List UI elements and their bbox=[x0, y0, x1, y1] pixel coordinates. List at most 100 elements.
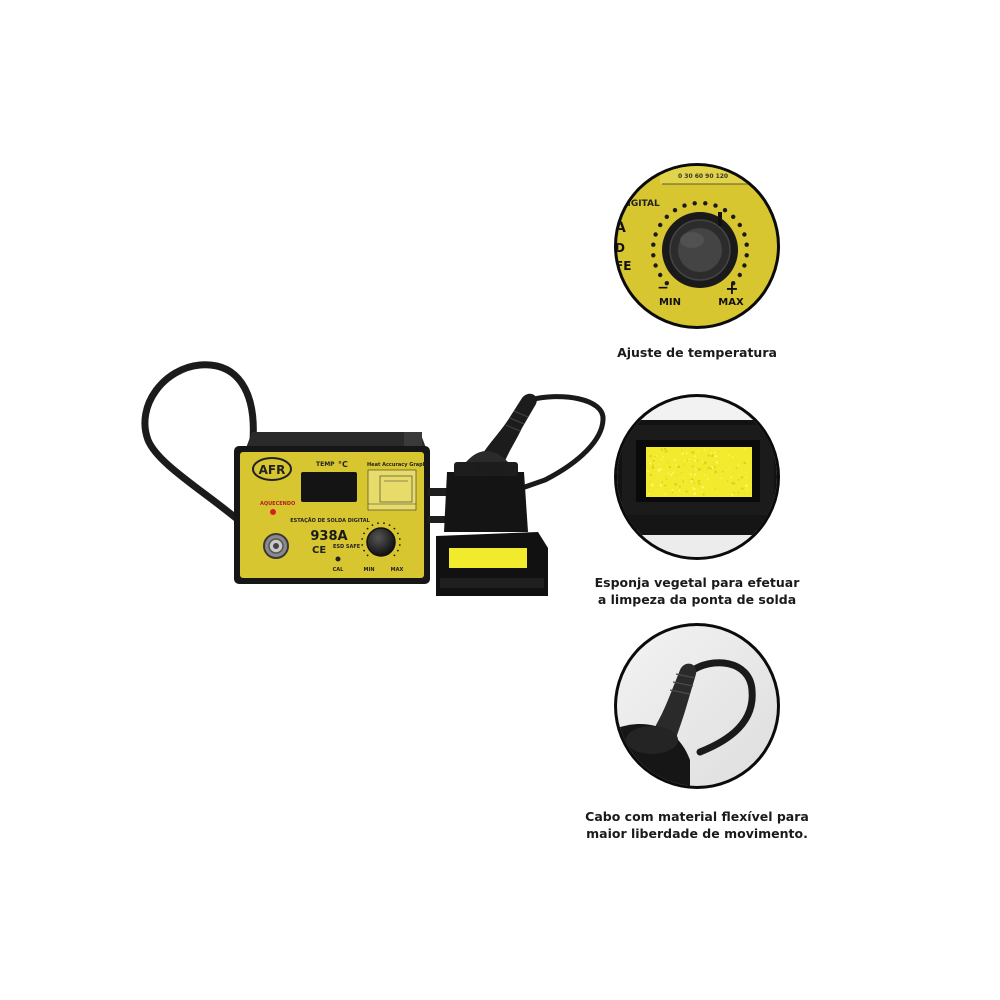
cal-label: CAL bbox=[333, 567, 345, 573]
sponge-speck bbox=[693, 473, 696, 476]
sponge-speck bbox=[729, 467, 731, 469]
sponge-speck bbox=[689, 473, 692, 476]
sponge-speck bbox=[692, 471, 694, 473]
sponge-speck bbox=[746, 489, 748, 491]
sponge-speck bbox=[730, 476, 733, 479]
sponge-speck bbox=[647, 492, 650, 496]
station-name: ESTAÇÃO DE SOLDA DIGITAL bbox=[290, 517, 370, 524]
sponge-speck bbox=[674, 483, 677, 486]
sponge-speck bbox=[660, 481, 663, 484]
sponge-speck bbox=[731, 456, 734, 459]
caption-temperature-line-1: Ajuste de temperatura bbox=[617, 345, 777, 360]
sponge-speck bbox=[655, 488, 657, 491]
dial-dot bbox=[664, 214, 669, 219]
dial-dot bbox=[692, 201, 697, 206]
partial-letter-fe: FE bbox=[615, 259, 631, 273]
dial-dot bbox=[742, 263, 747, 268]
sponge-speck bbox=[696, 467, 698, 469]
sponge-speck bbox=[688, 461, 690, 463]
sponge-speck bbox=[683, 459, 686, 462]
sponge-speck bbox=[693, 492, 697, 495]
brand-text: AFR bbox=[259, 463, 286, 477]
sponge-speck bbox=[721, 470, 724, 473]
dial-dot bbox=[731, 281, 736, 286]
sponge-speck bbox=[696, 459, 699, 462]
table-title: Heat Accuracy Graph bbox=[367, 462, 427, 468]
sponge-speck bbox=[652, 459, 655, 462]
knob-max-label: MAX bbox=[391, 567, 404, 573]
dial-dot bbox=[744, 242, 749, 247]
sponge-speck bbox=[664, 450, 666, 452]
sponge-speck bbox=[695, 468, 697, 471]
sponge-speck bbox=[704, 461, 707, 464]
caption-temperature: Ajuste de temperatura bbox=[567, 344, 827, 361]
sponge-speck bbox=[701, 460, 704, 463]
sponge-speck bbox=[647, 470, 649, 473]
sponge-speck bbox=[737, 491, 740, 494]
sponge-speck bbox=[707, 454, 710, 457]
caption-sponge: Esponja vegetal para efetuar a limpeza d… bbox=[567, 574, 827, 608]
sponge-speck bbox=[714, 451, 717, 454]
sponge-speck bbox=[678, 485, 681, 488]
iron-connector bbox=[263, 533, 289, 559]
sponge-speck bbox=[680, 471, 682, 474]
sponge-speck bbox=[663, 447, 667, 451]
sponge-speck bbox=[649, 454, 652, 458]
sponge-speck bbox=[709, 467, 712, 470]
sponge-speck bbox=[706, 478, 709, 481]
sponge-speck bbox=[673, 470, 675, 472]
caption-cable-line-2: maior liberdade de movimento. bbox=[586, 826, 808, 841]
sponge-closeup bbox=[646, 447, 752, 497]
temperature-knob[interactable] bbox=[361, 522, 401, 557]
sponge-speck bbox=[714, 488, 717, 490]
sponge-speck bbox=[691, 451, 695, 454]
sponge-speck bbox=[707, 468, 709, 470]
sponge-speck bbox=[697, 468, 701, 471]
esd-safe-mark: ESD SAFE bbox=[333, 544, 361, 550]
sponge-speck bbox=[685, 490, 688, 493]
sponge-speck bbox=[660, 458, 663, 461]
dial-dot bbox=[651, 242, 656, 247]
sponge-speck bbox=[704, 474, 706, 476]
sponge-speck bbox=[681, 452, 684, 455]
sponge-speck bbox=[686, 459, 689, 462]
knob-tick bbox=[366, 554, 369, 557]
sponge-speck bbox=[666, 478, 668, 480]
knob-scale-ticks bbox=[361, 522, 401, 557]
sponge-speck bbox=[714, 454, 717, 458]
sponge-speck bbox=[727, 454, 730, 456]
sponge-speck bbox=[731, 493, 734, 496]
sponge-speck bbox=[701, 491, 703, 493]
sponge-speck bbox=[657, 468, 660, 472]
dial-dot bbox=[658, 222, 663, 228]
sponge-speck bbox=[697, 474, 699, 476]
dial-dot bbox=[713, 203, 718, 208]
dial-dot bbox=[742, 232, 747, 237]
dial-digital-label: DIGITAL bbox=[620, 199, 660, 209]
sponge-speck bbox=[674, 492, 676, 494]
detail-sponge bbox=[614, 394, 780, 560]
sponge-speck bbox=[649, 473, 653, 477]
knob-tick bbox=[383, 522, 385, 525]
sponge-speck bbox=[648, 459, 651, 461]
sponge-speck bbox=[670, 473, 673, 477]
sponge-speck bbox=[698, 482, 701, 485]
sponge-speck bbox=[681, 449, 683, 451]
sponge-speck bbox=[715, 461, 719, 464]
knob-tick bbox=[388, 524, 391, 526]
sponge-speck bbox=[659, 484, 663, 487]
sponge-speck bbox=[745, 472, 747, 474]
sponge-speck bbox=[662, 455, 664, 458]
sponge-speck bbox=[675, 464, 677, 466]
sponge-speck bbox=[651, 483, 654, 487]
sponge-speck bbox=[655, 454, 657, 457]
sponge-speck bbox=[703, 463, 705, 465]
cal-button[interactable] bbox=[335, 556, 341, 562]
knob-tick bbox=[361, 538, 364, 540]
sponge-speck bbox=[652, 464, 655, 467]
knob-min-label: MIN bbox=[363, 567, 374, 573]
sponge-speck bbox=[709, 466, 711, 468]
station-top bbox=[246, 432, 426, 448]
sponge-speck bbox=[744, 448, 746, 450]
